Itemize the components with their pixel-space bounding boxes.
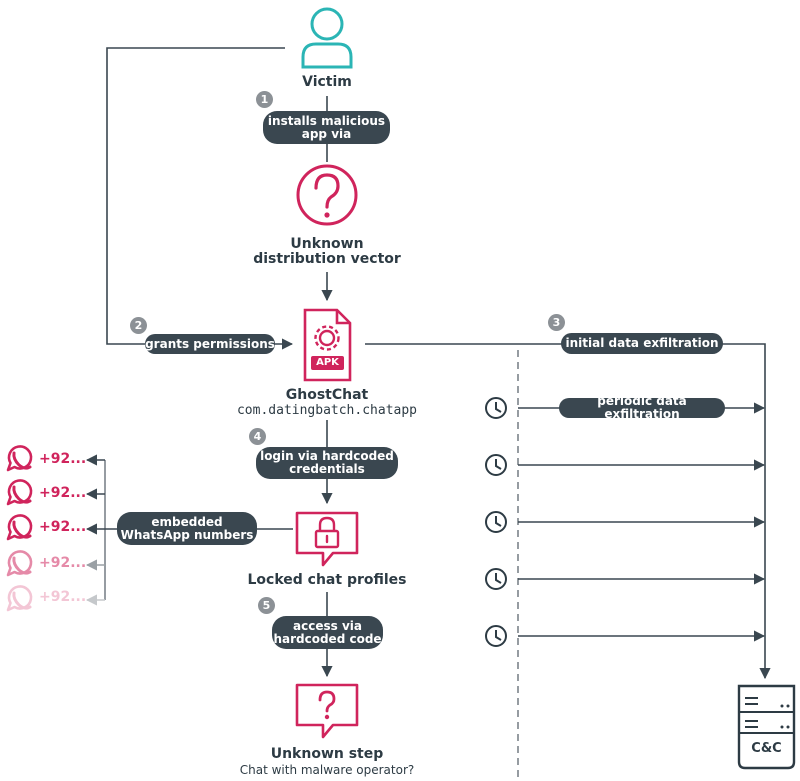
clock-icon xyxy=(485,511,507,533)
locked-label: Locked chat profiles xyxy=(247,572,407,588)
user-icon xyxy=(301,7,353,69)
locked-chat-icon xyxy=(295,511,359,567)
question-mark-icon xyxy=(296,164,358,226)
step-badge-1: 1 xyxy=(256,91,273,108)
whatsapp-number-3: +92... xyxy=(39,519,87,535)
cnc-label: C&C xyxy=(751,741,782,756)
unknown-vector-label-2: distribution vector xyxy=(253,251,401,267)
step-label-2: grants permissions xyxy=(145,334,275,354)
periodic-label: periodic data exfiltration xyxy=(559,395,725,421)
apk-name: GhostChat xyxy=(285,387,369,403)
whatsapp-icon xyxy=(6,585,33,612)
step-label-5: access via hardcoded code xyxy=(272,616,383,649)
clock-icon xyxy=(485,454,507,476)
exfiltration-connector xyxy=(365,343,771,680)
embedded-label: embedded WhatsApp numbers xyxy=(117,512,257,545)
whatsapp-icon xyxy=(6,550,33,577)
step-badge-5: 5 xyxy=(258,597,275,614)
whatsapp-icon xyxy=(6,514,33,541)
whatsapp-number-4: +92... xyxy=(39,555,87,571)
whatsapp-number-1: +92... xyxy=(39,451,87,467)
question-chat-icon xyxy=(295,683,359,739)
unknown-step-subtitle: Chat with malware operator? xyxy=(239,763,415,777)
step-label-4: login via hardcoded credentials xyxy=(256,447,398,479)
apk-badge-text: APK xyxy=(316,357,339,368)
clock-icon xyxy=(485,568,507,590)
victim-label: Victim xyxy=(302,74,352,90)
whatsapp-icon xyxy=(6,445,33,472)
clock-icon xyxy=(485,397,507,419)
whatsapp-number-2: +92... xyxy=(39,485,87,501)
apk-file-icon xyxy=(303,308,352,382)
unknown-step-title: Unknown step xyxy=(270,746,384,762)
unknown-vector-label-1: Unknown xyxy=(290,236,364,252)
step-label-1: installs malicious app via xyxy=(263,111,390,144)
step-badge-2: 2 xyxy=(130,317,147,334)
step-badge-4: 4 xyxy=(249,428,266,445)
whatsapp-number-5: +92... xyxy=(39,589,87,605)
apk-package: com.datingbatch.chatapp xyxy=(236,403,417,418)
server-icon xyxy=(737,684,796,770)
whatsapp-icon xyxy=(6,479,33,506)
step-badge-3: 3 xyxy=(548,314,565,331)
clock-icon xyxy=(485,625,507,647)
step-label-3: initial data exfiltration xyxy=(561,333,723,354)
